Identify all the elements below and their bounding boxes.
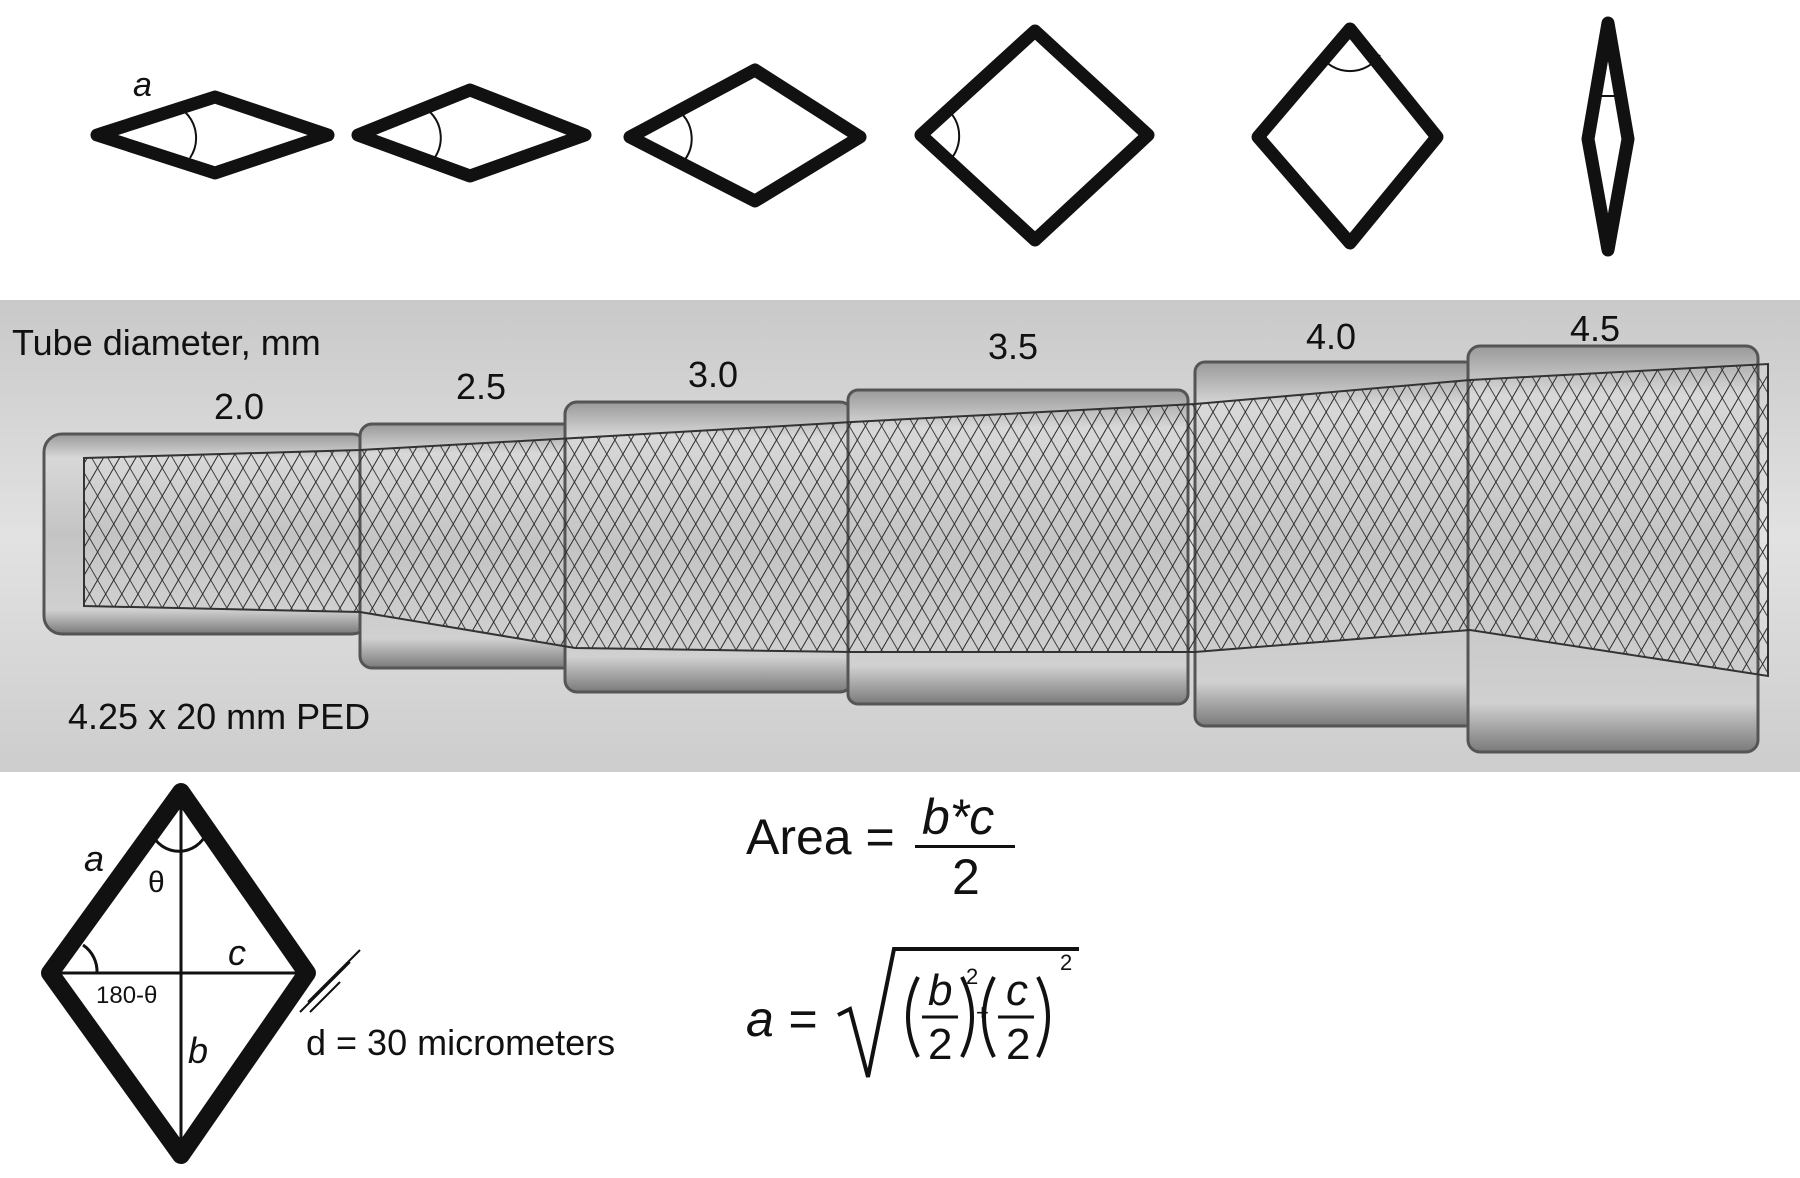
b-exponent: 2 xyxy=(966,964,979,989)
top-side-label: a xyxy=(133,66,152,104)
c-label: c xyxy=(228,932,246,973)
tube-label-3-5: 3.5 xyxy=(988,326,1039,367)
thickness-label: d = 30 micrometers xyxy=(306,1022,616,1063)
tube-label-2-0: 2.0 xyxy=(214,386,265,427)
angle-arc-top xyxy=(149,831,209,853)
c-denominator: 2 xyxy=(1006,1020,1031,1069)
theta-label: θ xyxy=(148,866,165,899)
tube-label-2-5: 2.5 xyxy=(456,366,507,407)
angle-arc-1 xyxy=(184,111,198,159)
angle-arc-3 xyxy=(679,111,693,163)
b-denominator: 2 xyxy=(928,1020,953,1069)
stent-photo xyxy=(0,300,1800,772)
rhombus-cell-3 xyxy=(623,63,867,208)
thickness-arrow xyxy=(309,981,341,1013)
tube-diameter-title: Tube diameter, mm xyxy=(12,322,321,363)
b-numerator: b xyxy=(928,966,953,1015)
c-numerator: c xyxy=(1006,966,1028,1015)
side-formula-lhs: a = xyxy=(746,991,817,1047)
supplement-angle-label: 180-θ xyxy=(96,982,158,1009)
rhombus-cell-6 xyxy=(1581,16,1635,257)
angle-arc-5 xyxy=(1319,54,1381,73)
area-formula-lhs: Area = xyxy=(746,809,895,865)
device-label: 4.25 x 20 mm PED xyxy=(68,696,371,737)
rhombus-cell-2 xyxy=(351,83,592,183)
thickness-tick-1 xyxy=(307,949,361,1003)
tube-label-4-5: 4.5 xyxy=(1570,308,1621,349)
rhombus-cell-5 xyxy=(1251,22,1444,250)
angle-arc-left xyxy=(82,943,99,974)
area-formula-denominator: 2 xyxy=(952,849,980,905)
area-formula-numerator: b*c xyxy=(922,789,995,845)
tube-label-3-0: 3.0 xyxy=(688,354,739,395)
sqrt-sign xyxy=(837,947,1079,1078)
c-exponent: 2 xyxy=(1060,950,1073,975)
rhombus-cell-4 xyxy=(914,24,1155,247)
plus-sign: + xyxy=(976,1000,989,1025)
thickness-tick-2 xyxy=(299,961,351,1013)
b-label: b xyxy=(188,1030,209,1071)
detail-side-label: a xyxy=(84,838,105,879)
rhombus-cell-1 xyxy=(90,90,335,180)
angle-arc-2 xyxy=(429,111,442,161)
cell-shape-sequence xyxy=(90,16,1635,257)
angle-arc-4 xyxy=(949,111,961,161)
tube-label-4-0: 4.0 xyxy=(1306,316,1357,357)
rhombus-geometry-diagram xyxy=(41,783,361,1164)
area-fraction-bar xyxy=(915,845,1015,848)
